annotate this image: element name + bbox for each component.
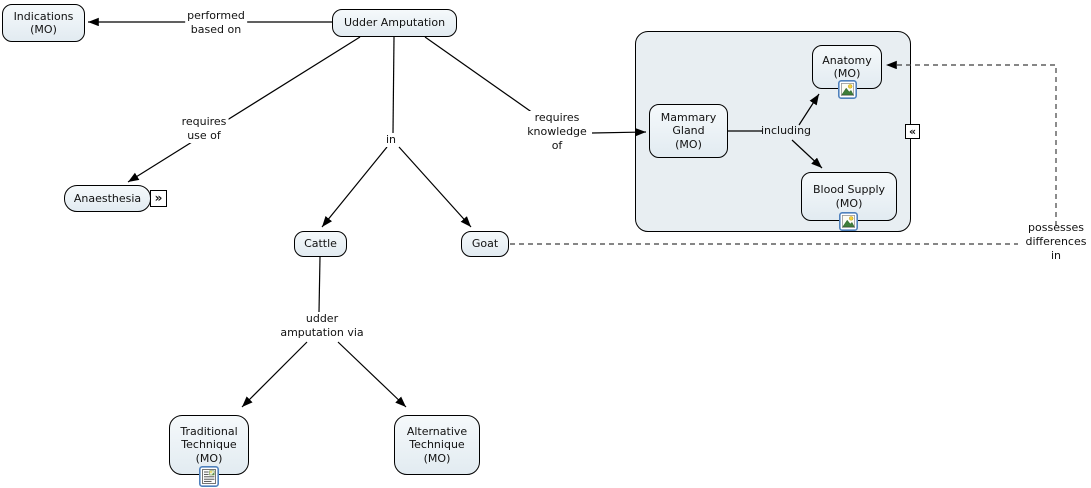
node-anaesthesia[interactable]: Anaesthesia [64,185,151,212]
node-alternative-technique[interactable]: Alternative Technique (MO) [394,415,480,475]
chevrons-right-icon: » [154,191,163,205]
node-udder-amputation[interactable]: Udder Amputation [332,9,457,37]
node-label: Mammary Gland (MO) [660,110,717,151]
node-goat[interactable]: Goat [461,231,509,257]
blood-supply-image-resource-icon[interactable] [839,212,858,231]
link-requires-knowledge-of[interactable]: requires knowledge of [525,111,589,153]
group-collapse-icon[interactable]: « [905,124,920,139]
anaesthesia-expand-icon[interactable]: » [150,190,167,207]
node-label: Anatomy (MO) [822,53,872,81]
edge-requires-use-of [127,36,361,183]
node-label: Udder Amputation [343,16,446,30]
edge-including-to-anatomy [798,93,820,126]
link-requires-use-of[interactable]: requires use of [179,115,229,143]
edge-via-to-alternative [337,341,407,408]
link-in[interactable]: in [383,133,399,147]
edge-via-to-traditional [241,341,308,408]
link-udder-amputation-via[interactable]: udder amputation via [278,312,366,340]
link-including[interactable]: including [760,124,812,137]
edge-cattle-to-via [318,256,321,313]
edge-differences-to-anatomy [886,60,1057,226]
edge-udder-to-knowledge [424,36,534,114]
edge-knowledge-to-mammary [591,128,647,137]
traditional-technique-document-resource-icon[interactable] [199,466,219,487]
node-label: Indications (MO) [13,9,74,37]
node-cattle[interactable]: Cattle [294,231,347,257]
node-indications[interactable]: Indications (MO) [2,4,85,42]
chevrons-left-icon: « [908,124,917,138]
edge-udder-to-in [392,36,395,134]
node-label: Anaesthesia [73,191,142,205]
node-label: Goat [471,237,499,251]
node-label: Cattle [304,237,337,251]
node-traditional-technique[interactable]: Traditional Technique (MO) [169,415,249,475]
node-label: Traditional Technique (MO) [180,424,238,465]
edge-including-to-blood-supply [791,139,823,169]
node-mammary-gland[interactable]: Mammary Gland (MO) [649,104,728,158]
edge-in-to-cattle [321,146,388,228]
node-label: Alternative Technique (MO) [406,424,468,465]
anatomy-image-resource-icon[interactable] [838,80,857,99]
node-label: Blood Supply (MO) [812,183,886,210]
edge-in-to-goat [398,146,472,228]
link-possesses-differences-in[interactable]: possesses differences in [1025,221,1087,262]
link-performed-based-on[interactable]: performed based on [185,9,247,37]
